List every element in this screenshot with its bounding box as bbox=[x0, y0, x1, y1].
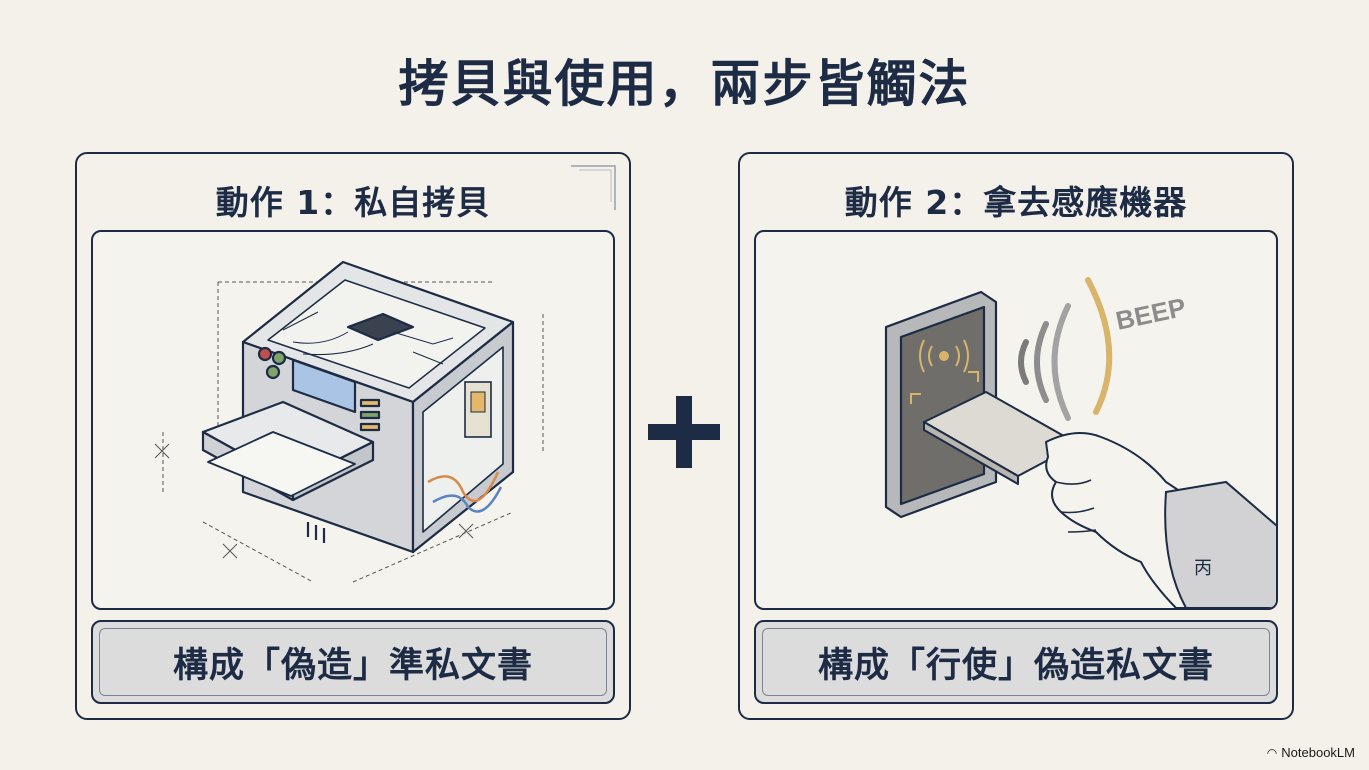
action-1-illustration bbox=[91, 230, 615, 610]
action-2-result: 構成「行使」偽造私文書 bbox=[762, 628, 1270, 696]
brand-label: NotebookLM bbox=[1281, 745, 1355, 760]
card-copier-machine-icon bbox=[154, 260, 544, 583]
corner-decoration-icon bbox=[571, 165, 616, 210]
card-reader-tap-icon: 丙 BEEP bbox=[884, 277, 1276, 608]
notebooklm-logo-icon: ◠ bbox=[1266, 745, 1278, 760]
action-1-result: 構成「偽造」準私文書 bbox=[99, 628, 607, 696]
action-2-illustration: 丙 BEEP bbox=[754, 230, 1278, 610]
action-2-title: 動作 2：拿去感應機器 bbox=[844, 183, 1188, 222]
sleeve-label: 丙 bbox=[1194, 558, 1212, 579]
action-1-result-box: 構成「偽造」準私文書 bbox=[91, 620, 615, 704]
plus-operator-icon bbox=[648, 396, 720, 468]
action-1-panel: 動作 1：私自拷貝 bbox=[75, 152, 631, 720]
action-2-result-box: 構成「行使」偽造私文書 bbox=[754, 620, 1278, 704]
brand-watermark: ◠ NotebookLM bbox=[1267, 745, 1355, 760]
action-2-panel: 動作 2：拿去感應機器 bbox=[738, 152, 1294, 720]
page-title: 拷貝與使用，兩步皆觸法 bbox=[398, 55, 971, 113]
action-1-title: 動作 1：私自拷貝 bbox=[215, 183, 491, 222]
beep-text: BEEP bbox=[1113, 292, 1189, 336]
